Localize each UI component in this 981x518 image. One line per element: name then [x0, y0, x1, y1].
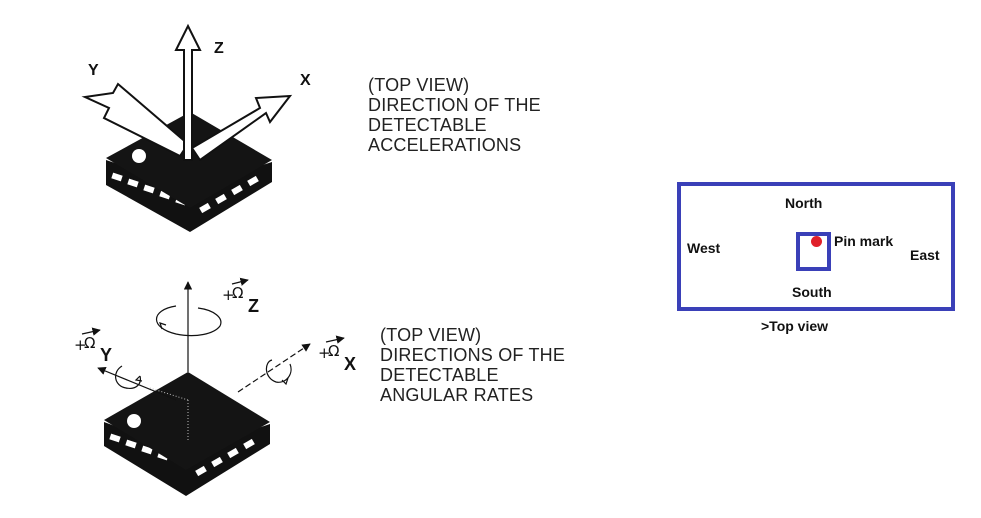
gyro-y-axis [97, 365, 177, 401]
pin-mark-label: Pin mark [834, 233, 894, 249]
svg-text:Z: Z [248, 296, 259, 316]
gyro-caption-line-4: ANGULAR RATES [380, 385, 534, 405]
svg-text:X: X [344, 354, 356, 374]
y-axis-arrow [81, 82, 190, 158]
x-axis-arrow [190, 94, 293, 162]
gyro-caption-line-1: (TOP VIEW) [380, 325, 482, 345]
accel-caption-line-4: ACCELERATIONS [368, 135, 522, 155]
accel-y-label: Y [88, 62, 99, 79]
z-axis-arrow [174, 23, 202, 161]
west-label: West [687, 240, 721, 256]
east-label: East [910, 247, 940, 263]
svg-text:Ω: Ω [328, 342, 339, 360]
pin-mark-dot [811, 236, 822, 247]
gyro-x-axis [237, 343, 311, 393]
omega-z-label: + Ω Z [222, 277, 259, 316]
accel-caption: (TOP VIEW) DIRECTION OF THE DETECTABLE A… [368, 75, 541, 155]
svg-text:Ω: Ω [84, 334, 95, 352]
accel-caption-line-3: DETECTABLE [368, 115, 487, 135]
south-label: South [792, 284, 832, 300]
top-view-box [677, 182, 955, 311]
accel-x-label: X [300, 72, 311, 89]
north-label: North [785, 195, 823, 211]
omega-y-label: + Ω Y [74, 327, 112, 365]
accel-caption-line-1: (TOP VIEW) [368, 75, 470, 95]
svg-text:+: + [222, 286, 235, 304]
accel-z-label: Z [214, 40, 224, 57]
top-view-caption: >Top view [761, 318, 829, 334]
gyro-z-axis [156, 281, 222, 372]
gyro-caption-line-2: DIRECTIONS OF THE [380, 345, 566, 365]
gyro-package [104, 372, 270, 496]
svg-text:Y: Y [100, 345, 112, 365]
gyro-caption: (TOP VIEW) DIRECTIONS OF THE DETECTABLE … [380, 325, 565, 405]
svg-text:+: + [318, 344, 331, 362]
gyro-pin1-dot [127, 414, 141, 428]
accel-caption-line-2: DIRECTION OF THE [368, 95, 541, 115]
svg-text:+: + [74, 336, 87, 354]
gyro-caption-line-3: DETECTABLE [380, 365, 499, 385]
svg-text:Ω: Ω [232, 284, 243, 302]
pin1-dot [132, 149, 146, 163]
omega-x-label: + Ω X [318, 335, 356, 374]
chip-outline [796, 232, 831, 271]
